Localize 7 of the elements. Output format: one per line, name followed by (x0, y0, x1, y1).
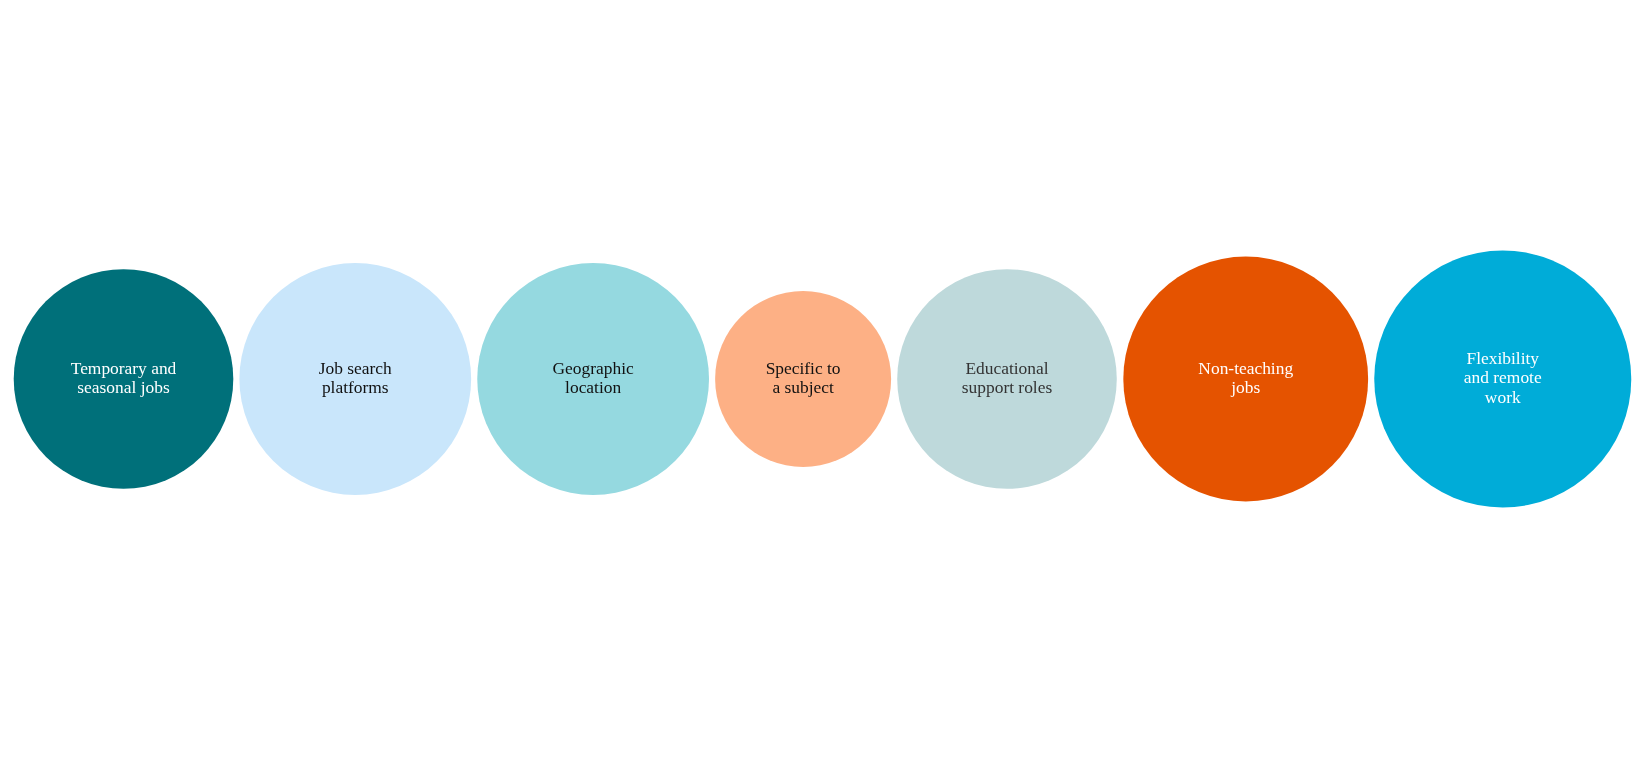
node-circle: Educational support roles (897, 268, 1117, 489)
node-circle: Job search platforms (239, 262, 472, 495)
node-circle: Non-teaching jobs (1123, 256, 1369, 501)
node-circle: Temporary and seasonal jobs (13, 268, 234, 489)
node-circle: Flexibility and remote work (1374, 250, 1632, 507)
node-circle: Geographic location (477, 262, 709, 495)
node-circle: Specific to a subject (715, 290, 892, 467)
